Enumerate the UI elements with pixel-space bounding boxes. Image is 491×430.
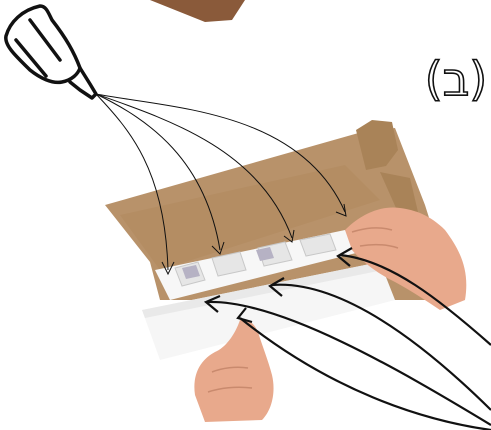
cardboard-photo bbox=[105, 120, 491, 430]
figure-label: (ב) bbox=[425, 52, 488, 106]
top-photo-fragment bbox=[150, 0, 245, 22]
glue-bottle-icon bbox=[6, 6, 96, 98]
